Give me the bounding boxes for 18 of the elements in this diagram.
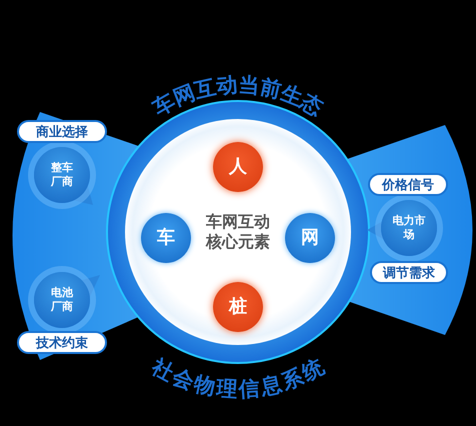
element-circle (141, 213, 191, 263)
node-label: 人 (229, 156, 247, 178)
element-circle (285, 213, 335, 263)
node-label: 电力市场 (392, 214, 426, 242)
node-label: 车 (157, 226, 175, 250)
tag-label: 技术约束 (17, 331, 107, 354)
element-circle (213, 142, 263, 192)
node-label: 电池厂商 (50, 286, 74, 314)
core-title: 车网互动核心元素 (204, 212, 271, 252)
node-label: 整车厂商 (50, 161, 74, 189)
tag-label: 调节需求 (370, 261, 448, 284)
arc-heading: 社会物理信息系统 (148, 354, 328, 402)
arc-heading: 车网互动当前生态 (149, 72, 327, 120)
element-circle (213, 282, 263, 332)
tag-label: 商业选择 (17, 120, 107, 143)
tag-label: 价格信号 (368, 173, 448, 196)
node-label: 网 (301, 226, 319, 250)
node-label: 桩 (229, 296, 247, 318)
